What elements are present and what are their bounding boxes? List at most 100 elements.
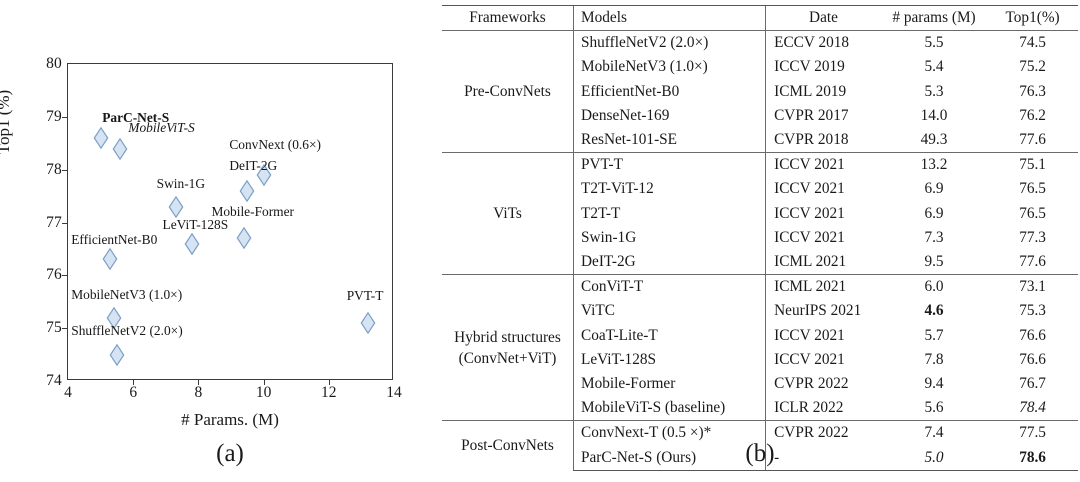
params-cell: 6.9 [924,204,944,222]
data-point-label: LeViT-128S [162,216,229,232]
x-axis-tick-label: 4 [64,384,72,401]
top1-cell: 77.6 [1019,253,1046,271]
table-header-row: Frameworks Models Date # params (M) Top1… [442,4,1078,31]
data-point-label: DeIT-2G [229,158,278,174]
top1-cell: 77.3 [1019,228,1046,246]
params-cell: 7.3 [924,228,944,246]
date-cell: ICML 2021 [765,250,881,275]
framework-label-line1: Hybrid structures [454,328,561,346]
data-point-marker [236,227,252,250]
params-cell: 5.6 [924,399,944,417]
x-axis-tick-label: 10 [255,384,272,401]
model-cell: Mobile-Former [572,372,766,397]
top1-cell: 76.5 [1019,180,1046,198]
date-cell: CVPR 2022 [765,420,881,446]
framework-cell: Hybrid structures(ConvNet+ViT) [442,274,574,421]
data-point-marker [360,311,376,335]
model-cell: T2T-ViT-12 [572,177,766,202]
data-point-marker [109,343,125,366]
date-cell: - [765,445,881,471]
x-axis-tick-label: 12 [321,384,337,401]
date-cell: ICML 2021 [765,274,881,300]
top1-cell: 76.6 [1019,350,1046,368]
model-cell: EfficientNet-B0 [572,79,766,104]
params-cell: 5.3 [924,82,944,100]
date-cell: CVPR 2022 [765,372,881,397]
y-axis-tick-label: 74 [46,372,62,389]
x-axis-tick-mark [133,379,135,385]
top1-cell: 75.3 [1019,302,1046,320]
results-table-panel: Frameworks Models Date # params (M) Top1… [440,0,1080,482]
framework-cell: Pre-ConvNets [442,30,574,153]
model-cell: ResNet-101-SE [572,128,766,153]
subfigure-caption-a: (a) [216,440,244,467]
x-axis-tick-label: 6 [129,384,138,401]
top1-cell: 75.2 [1019,58,1046,76]
model-cell: ParC-Net-S (Ours) [572,445,766,471]
model-cell: MobileNetV3 (1.0×) [572,55,766,80]
data-point-marker [112,137,128,160]
y-axis-tick-label: 76 [46,266,62,284]
data-point-label: MobileNetV3 (1.0×) [71,287,183,303]
params-cell: 9.4 [924,375,944,393]
model-cell: Swin-1G [572,225,766,251]
params-cell: 14.0 [920,106,948,124]
top1-cell: 74.5 [987,30,1078,56]
date-cell: NeurIPS 2021 [765,299,881,324]
top1-cell: 76.6 [1019,326,1046,344]
top1-cell: 75.1 [987,152,1078,178]
subfigure-caption-b: (b) [745,440,775,467]
date-cell: ICCV 2021 [765,177,881,202]
date-cell: ICCV 2021 [765,152,881,178]
model-cell: MobileViT-S (baseline) [572,396,766,421]
data-point-marker [106,306,122,329]
params-cell: 5.7 [924,326,944,344]
model-cell: T2T-T [572,201,766,226]
top1-cell: 76.2 [1019,106,1046,124]
params-cell: 4.6 [924,302,944,320]
params-cell: 9.5 [924,253,944,271]
top1-cell: 76.5 [1019,204,1046,222]
y-axis-tick-label: 78 [46,160,62,178]
model-cell: LeViT-128S [572,347,766,373]
data-point-label: PVT-T [346,288,384,304]
header-models: Models [572,4,766,31]
model-cell: DenseNet-169 [572,103,766,129]
table-header: Frameworks Models Date # params (M) Top1… [442,4,1078,31]
y-axis-tick-label: 77 [46,213,62,231]
header-top1: Top1(%) [987,4,1078,31]
y-axis-label: Top1 (%) [0,89,13,155]
header-frameworks: Frameworks [442,4,574,31]
data-point-marker [102,248,118,271]
table-row[interactable]: MobileNetV3 (1.0×)ICCV 2019 5.4 75.2 [442,55,1078,80]
params-cell: 5.4 [924,58,944,76]
data-point-marker [239,179,255,203]
header-params: # params (M) [880,4,988,31]
model-cell: ViTC [572,299,766,324]
date-cell: ICCV 2019 [765,55,881,80]
data-point-label: ParC-Net-S [102,109,170,125]
y-axis-tick-mark [62,222,68,224]
params-cell: 7.4 [880,420,988,446]
